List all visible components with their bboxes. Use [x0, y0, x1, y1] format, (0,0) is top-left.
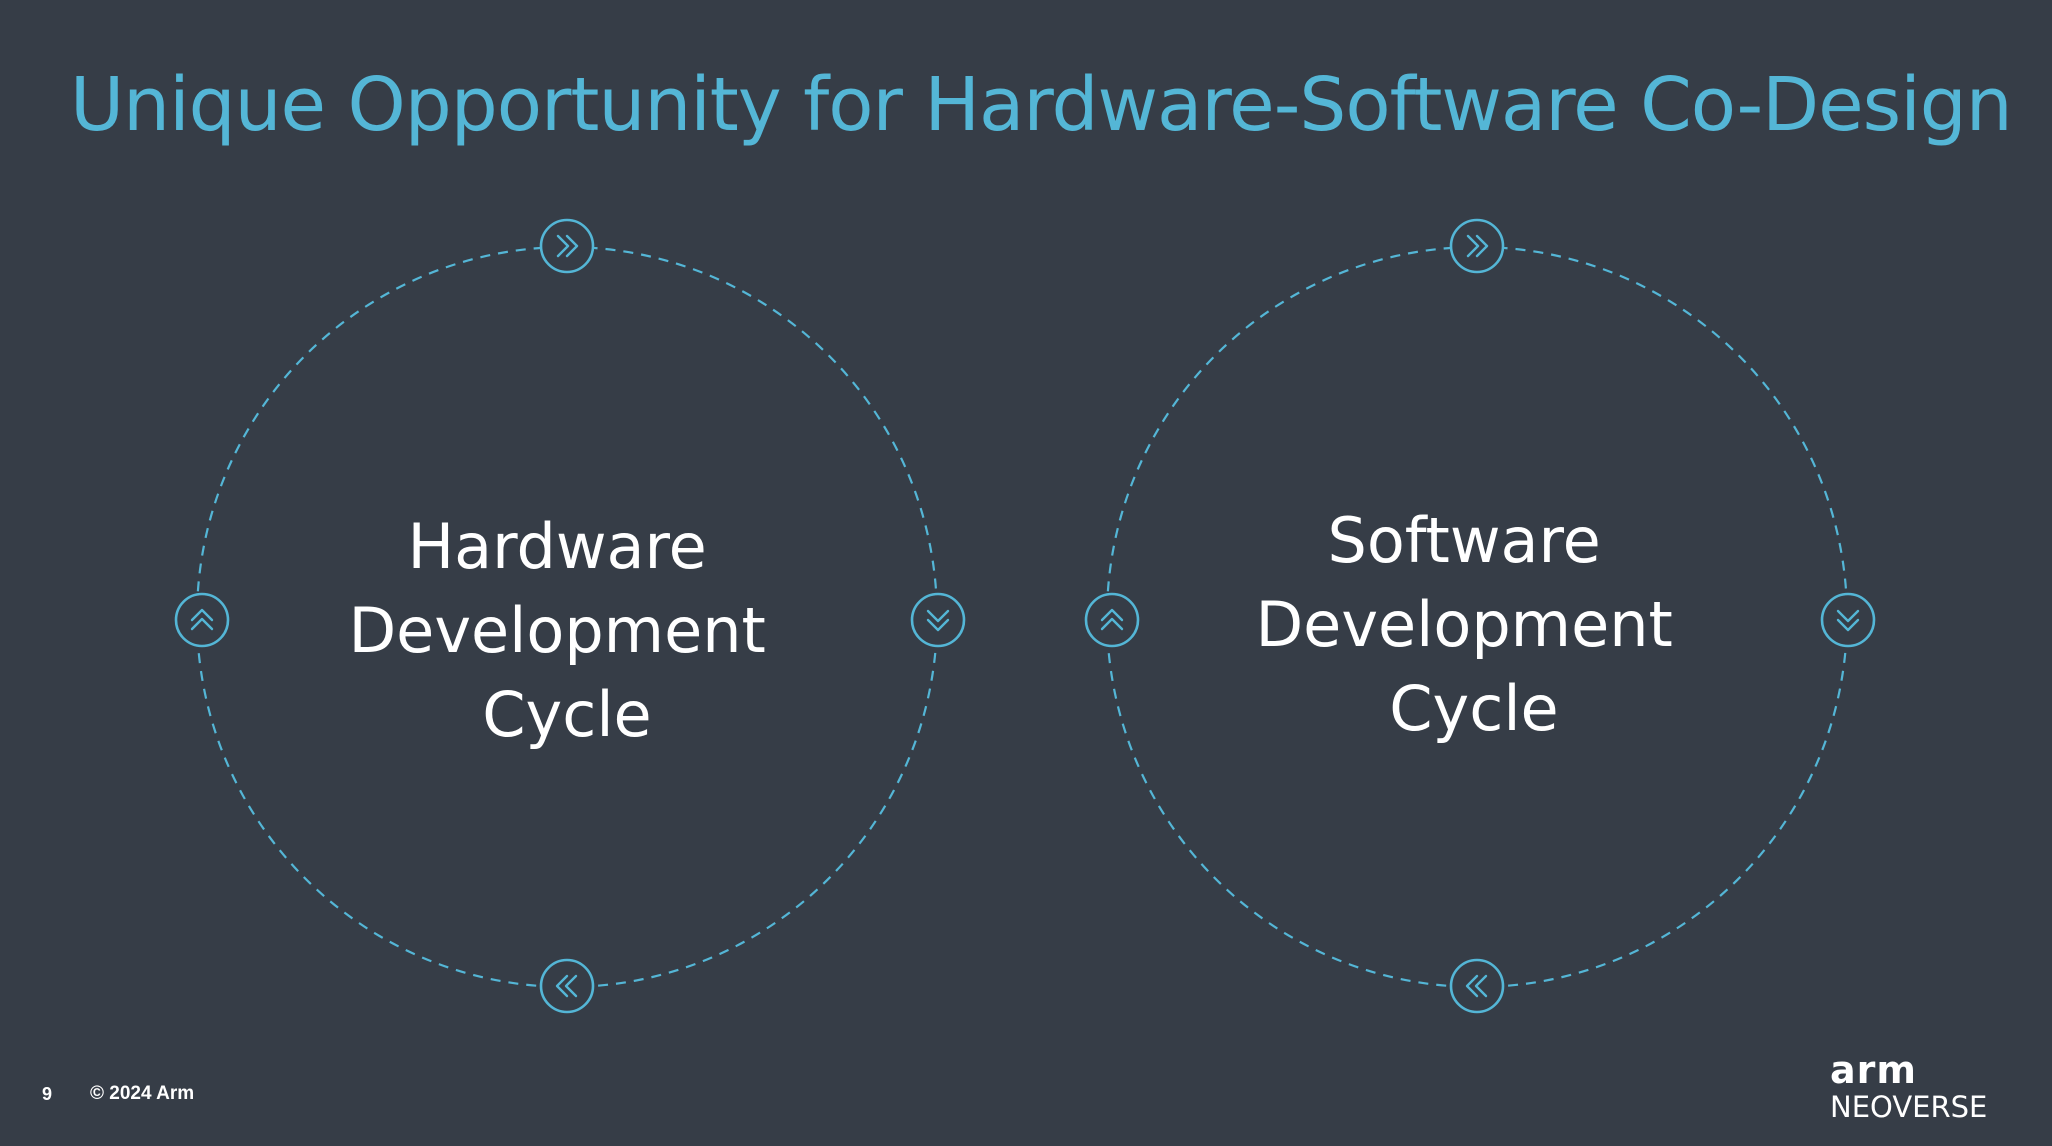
software-label-line-1: Software	[1327, 504, 1600, 577]
software-marker-bottom	[1449, 958, 1505, 1014]
hardware-marker-left	[174, 592, 230, 648]
hardware-marker-right	[910, 592, 966, 648]
hardware-label-line-3: Cycle	[482, 678, 651, 751]
hardware-cycle: Hardware Development Cycle	[174, 218, 966, 1014]
software-label-line-2: Development	[1255, 588, 1672, 661]
software-cycle: Software Development Cycle	[1084, 218, 1876, 1014]
software-marker-left	[1084, 592, 1140, 648]
software-marker-top	[1449, 218, 1505, 274]
svg-text:Software Development: Software Development Cycle	[1255, 504, 1692, 745]
slide-title: Unique Opportunity for Hardware-Software…	[70, 62, 2013, 148]
hardware-marker-bottom	[539, 958, 595, 1014]
hardware-marker-top	[539, 218, 595, 274]
copyright-notice: © 2024 Arm	[90, 1083, 195, 1104]
software-marker-right	[1820, 592, 1876, 648]
svg-text:Hardware Development: Hardware Development Cycle	[348, 510, 785, 751]
hardware-label-line-1: Hardware	[407, 510, 706, 583]
logo-product: NEOVERSE	[1830, 1090, 1988, 1124]
hardware-label-line-2: Development	[348, 594, 765, 667]
software-label-line-3: Cycle	[1389, 672, 1558, 745]
logo-brand: arm	[1830, 1048, 1917, 1092]
arm-neoverse-logo: arm NEOVERSE	[1830, 1050, 2000, 1124]
page-number: 9	[42, 1084, 53, 1104]
